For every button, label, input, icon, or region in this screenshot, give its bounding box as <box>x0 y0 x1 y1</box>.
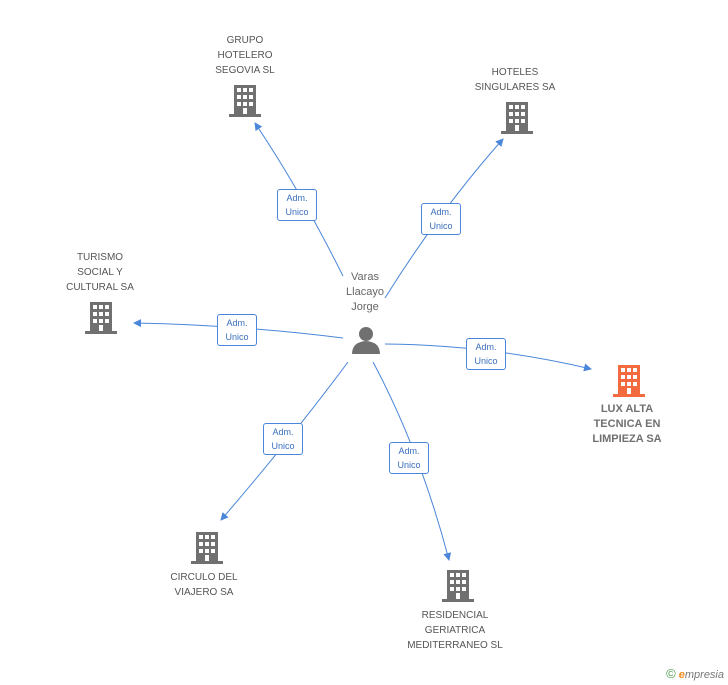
brand-initial: e <box>678 669 685 681</box>
edge-role-line2: Unico <box>285 207 309 217</box>
edge-role-line1: Adm. <box>430 207 452 217</box>
person-label[interactable]: Varas Llacayo Jorge <box>346 271 384 313</box>
company-label-lux-alta[interactable]: LUX ALTA TECNICA EN LIMPIEZA SA <box>592 403 662 445</box>
company-label-circulo-viajero[interactable]: CIRCULO DEL VIAJERO SA <box>170 572 238 598</box>
edge-role-badge[interactable]: Adm. Unico <box>389 442 429 474</box>
building-icon[interactable] <box>442 570 474 602</box>
company-label-turismo-social[interactable]: TURISMO SOCIAL Y CULTURAL SA <box>66 252 134 293</box>
edge-role-line2: Unico <box>271 441 295 451</box>
company-label-residencial-geriatrica[interactable]: RESIDENCIAL GERIATRICA MEDITERRANEO SL <box>407 610 503 651</box>
building-icon[interactable] <box>85 302 117 334</box>
building-icon-highlighted[interactable] <box>613 365 645 397</box>
edge-role-badge[interactable]: Adm. Unico <box>217 314 257 346</box>
edge-role-line2: Unico <box>474 356 498 366</box>
company-label-hoteles-singulares[interactable]: HOTELES SINGULARES SA <box>474 67 556 93</box>
building-icon[interactable] <box>501 102 533 134</box>
edge-role-line1: Adm. <box>475 342 497 352</box>
building-icon[interactable] <box>191 532 223 564</box>
company-label-grupo-hotelero[interactable]: GRUPO HOTELERO SEGOVIA SL <box>215 35 275 76</box>
person-icon[interactable] <box>352 327 380 354</box>
copyright-icon: © <box>666 666 676 681</box>
brand-footer: © empresia <box>666 666 724 681</box>
edge-role-badge[interactable]: Adm. Unico <box>277 189 317 221</box>
edge-role-line1: Adm. <box>272 427 294 437</box>
edge-role-line1: Adm. <box>398 446 420 456</box>
brand-name: mpresia <box>684 669 724 681</box>
building-icon[interactable] <box>229 85 261 117</box>
edge-role-badge[interactable]: Adm. Unico <box>466 338 506 370</box>
edge-role-line2: Unico <box>225 332 249 342</box>
edge-role-line2: Unico <box>397 460 421 470</box>
edge-role-line1: Adm. <box>226 318 248 328</box>
edge-role-badge[interactable]: Adm. Unico <box>263 423 303 455</box>
edge-role-line1: Adm. <box>286 193 308 203</box>
edge-role-badge[interactable]: Adm. Unico <box>421 203 461 235</box>
edge-role-line2: Unico <box>429 221 453 231</box>
brand-logo[interactable]: empresia <box>679 669 724 681</box>
